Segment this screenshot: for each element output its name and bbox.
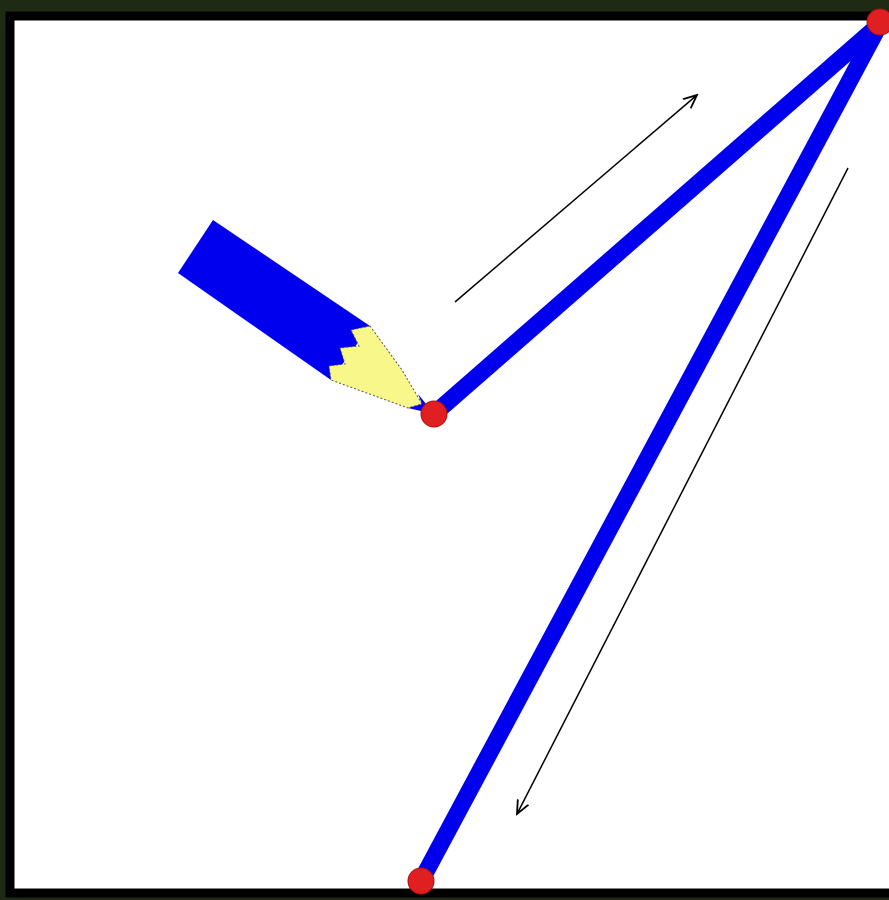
stroke-segment-2 xyxy=(412,15,889,890)
pencil-body xyxy=(178,220,370,380)
direction-arrow-down xyxy=(517,167,849,814)
stroke-segment-1 xyxy=(425,15,889,423)
start-point xyxy=(420,400,448,428)
direction-arrow-up xyxy=(454,95,697,303)
pencil-wood xyxy=(328,325,423,409)
drawing-panel xyxy=(5,11,889,898)
end-point xyxy=(407,867,435,895)
corner-point xyxy=(866,8,889,36)
